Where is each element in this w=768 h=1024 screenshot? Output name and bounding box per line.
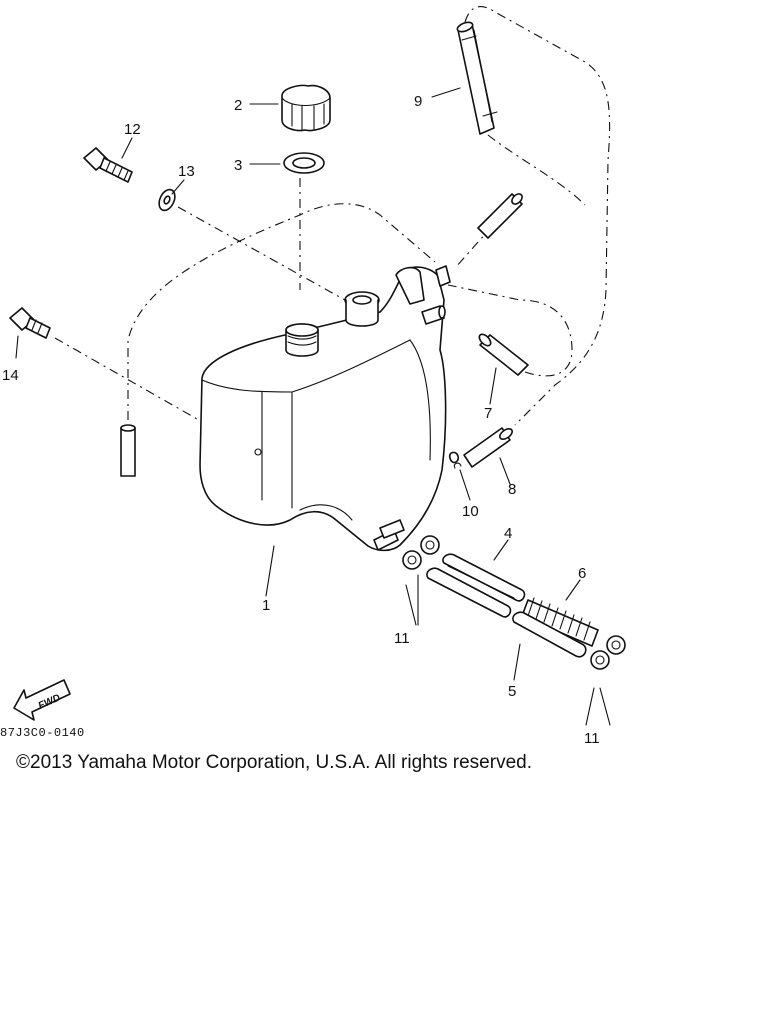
part-11-clamps-upper: [402, 535, 440, 626]
label-part-11-upper: 11: [394, 630, 410, 647]
label-part-9: 9: [414, 93, 422, 110]
part-8-hose: [463, 427, 513, 468]
part-number-labels: 2 3 9 12 13 14 1 4 6 5 7 8 10 11 11: [2, 93, 600, 747]
label-part-4: 4: [504, 525, 512, 542]
label-part-11-lower: 11: [584, 730, 600, 747]
label-part-8: 8: [508, 481, 516, 498]
label-part-5: 5: [508, 683, 516, 700]
part-10-clip: [448, 451, 462, 469]
part-5-hose: [512, 611, 587, 658]
part-11-clamps-lower: [585, 635, 626, 726]
part-7-hose: [478, 333, 529, 376]
label-part-10: 10: [462, 503, 479, 520]
hose-short-lower: [426, 567, 512, 618]
part-4-hose: [442, 553, 526, 602]
grommet-left: [120, 424, 136, 477]
leader-lines: [15, 87, 581, 681]
label-part-13: 13: [178, 163, 195, 180]
part-14-bolt: [9, 307, 51, 339]
label-part-3: 3: [234, 157, 242, 174]
label-part-12: 12: [124, 121, 141, 138]
parts-diagram: FWD 2 3 9 12 13 14 1 4 6 5 7 8 10 11 11: [2, 6, 626, 747]
label-part-2: 2: [234, 97, 242, 114]
part-1-oil-tank: [199, 265, 451, 552]
label-part-6: 6: [578, 565, 586, 582]
part-2-tank-cap: [281, 84, 331, 132]
part-6-spring: [521, 597, 599, 647]
label-part-14: 14: [2, 367, 19, 384]
label-part-1: 1: [262, 597, 270, 614]
copyright-notice: ©2013 Yamaha Motor Corporation, U.S.A. A…: [16, 752, 532, 773]
part-12-bolt: [83, 147, 133, 183]
fwd-arrow-icon: FWD: [13, 679, 71, 721]
hose-piece-upper: [477, 193, 523, 239]
part-3-seal-ring: [283, 152, 325, 174]
label-part-7: 7: [484, 405, 492, 422]
part-13-washer: [158, 188, 176, 212]
drawing-code: 87J3C0-0140: [0, 726, 85, 740]
part-9-hose: [456, 21, 498, 135]
